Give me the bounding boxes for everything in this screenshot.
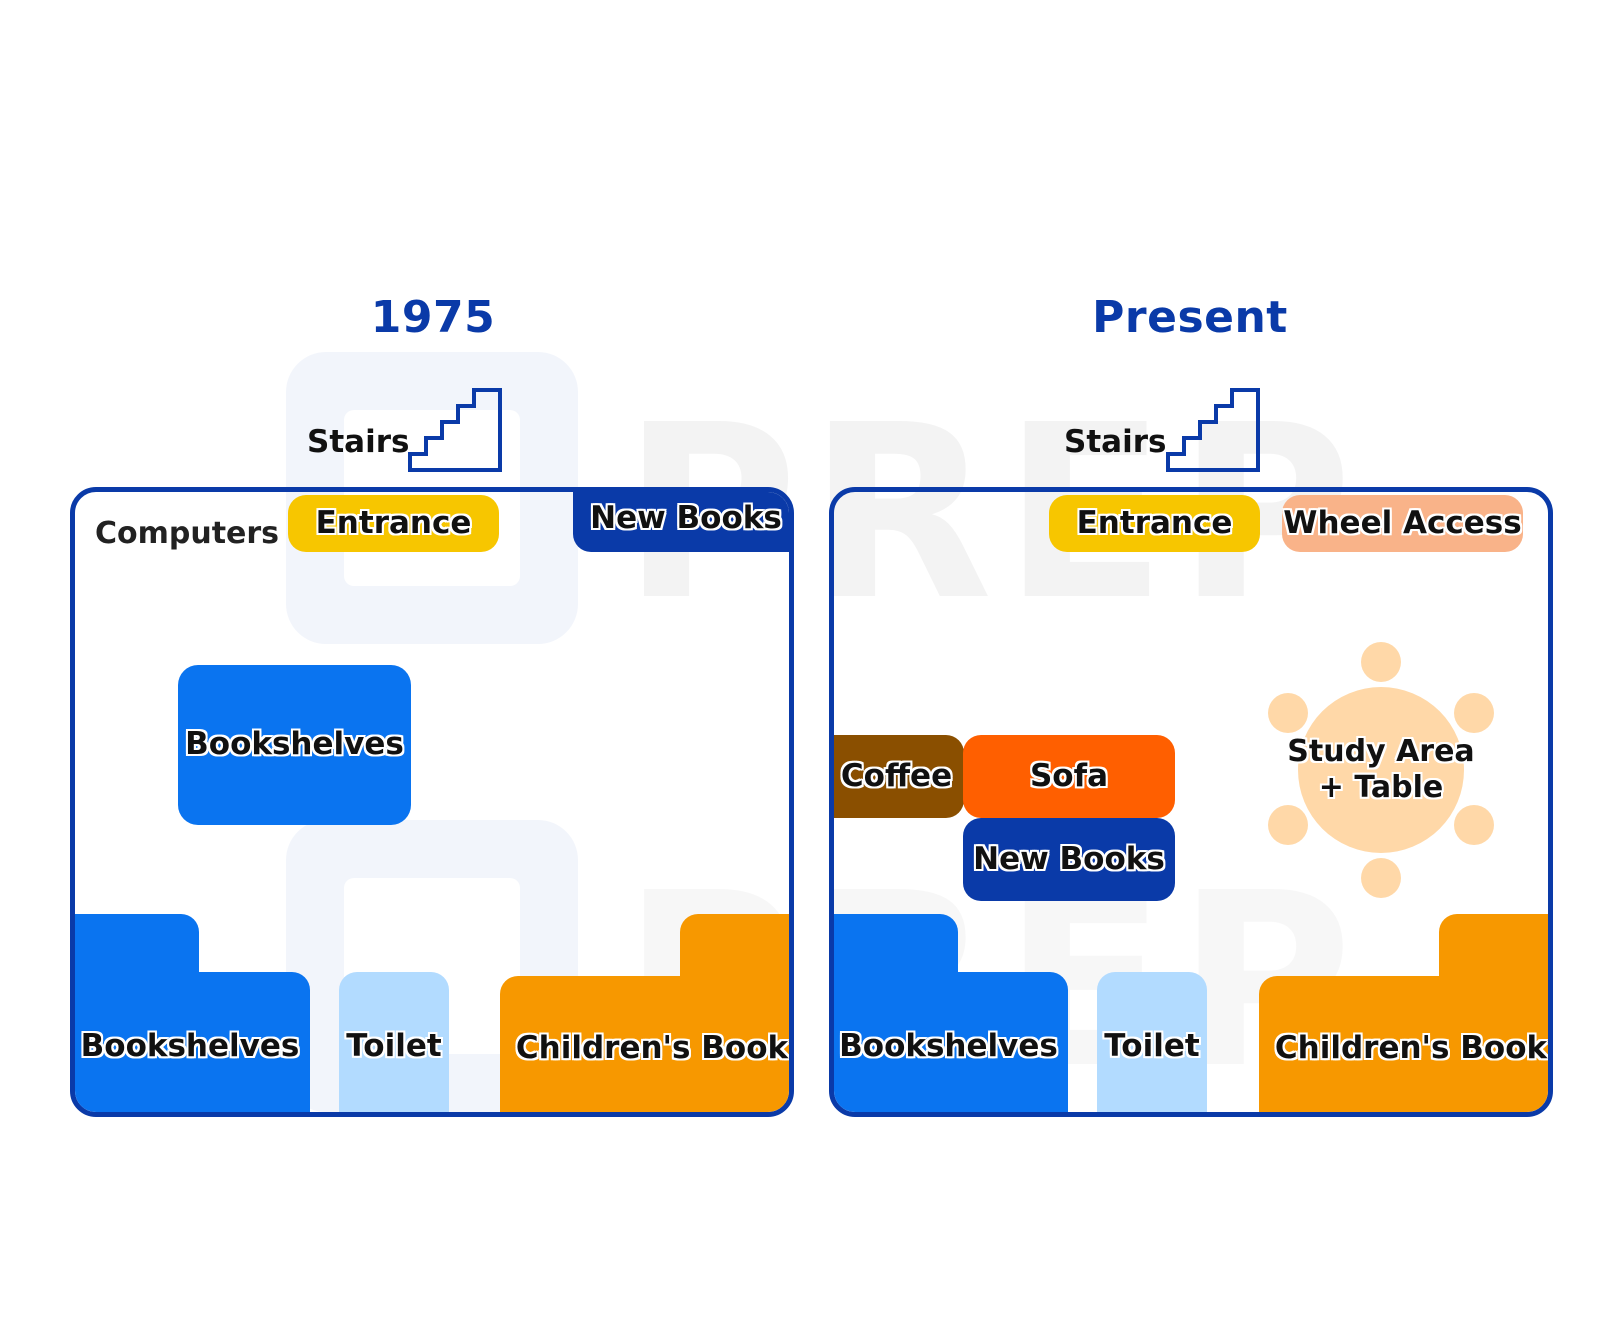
toilet-zone: Toilet <box>339 972 449 1112</box>
computers-zone: Computers <box>92 506 282 560</box>
bookshelves-bottom-zone: Bookshelves <box>834 972 1068 1112</box>
new-books-zone: New Books <box>573 492 789 552</box>
childrens-book-label: Children's Book <box>1274 1030 1548 1067</box>
coffee-label: Coffee <box>840 757 953 794</box>
new-books-label: New Books <box>973 840 1165 877</box>
panel-title-present: Present <box>1092 292 1288 343</box>
bookshelves-bottom-label: Bookshelves <box>80 1028 300 1065</box>
new-books-label: New Books <box>590 500 782 537</box>
stairs-icon <box>408 388 502 472</box>
computers-label: Computers <box>94 515 280 551</box>
entrance-label: Entrance <box>1076 504 1233 541</box>
coffee-zone: Coffee <box>834 735 964 818</box>
sofa-zone: Sofa <box>963 735 1175 818</box>
panel-title-1975: 1975 <box>370 292 496 343</box>
bookshelves-middle-zone: Bookshelves <box>178 665 411 825</box>
entrance-label: Entrance <box>315 504 472 541</box>
childrens-book-zone: Children's Book <box>500 976 789 1112</box>
bookshelves-bottom-zone: Bookshelves <box>75 972 310 1112</box>
floorplan-present: Entrance Wheel Access Coffee Sofa New Bo… <box>829 487 1553 1117</box>
study-area-label-line1: Study Area <box>1287 734 1475 769</box>
bookshelves-middle-label: Bookshelves <box>185 726 404 763</box>
floorplan-1975: Computers Entrance New Books Bookshelves… <box>70 487 794 1117</box>
study-area-zone: Study Area + Table <box>1271 720 1491 820</box>
entrance-zone: Entrance <box>1049 495 1260 552</box>
stairs-icon <box>1166 388 1260 472</box>
wheel-access-zone: Wheel Access <box>1282 495 1523 552</box>
sofa-label: Sofa <box>1029 757 1109 794</box>
stairs-label: Stairs <box>1064 424 1167 460</box>
toilet-label: Toilet <box>346 1028 442 1065</box>
toilet-zone: Toilet <box>1097 972 1207 1112</box>
stairs-label: Stairs <box>307 424 410 460</box>
new-books-zone: New Books <box>963 818 1175 901</box>
toilet-label: Toilet <box>1104 1028 1200 1065</box>
bookshelves-bottom-label: Bookshelves <box>839 1028 1058 1065</box>
childrens-book-zone: Children's Book <box>1259 976 1548 1112</box>
study-area-label-line2: + Table <box>1318 770 1444 805</box>
childrens-book-label: Children's Book <box>515 1030 789 1067</box>
entrance-zone: Entrance <box>288 495 499 552</box>
wheel-access-label: Wheel Access <box>1283 504 1522 541</box>
study-table-chairs <box>1268 642 1494 898</box>
